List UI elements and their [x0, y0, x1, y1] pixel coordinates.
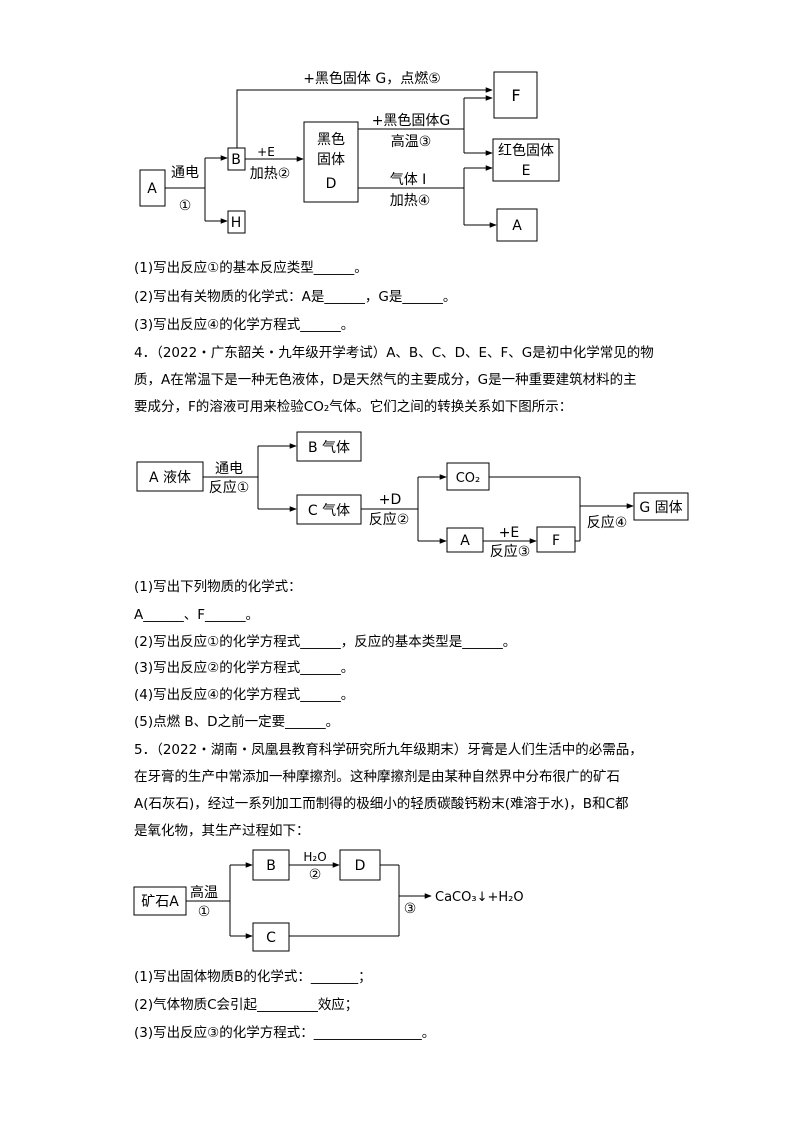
box-g-solid — [633, 492, 689, 521]
problem-5-text: 5．（2022・湖南・凤凰县教育科学研究所九年级期末）牙膏是人们生活中的必需品，… — [134, 742, 643, 839]
label-heat4: 加热④ — [390, 193, 431, 209]
node-d-line1: 黑色 — [317, 131, 345, 148]
node-a2: A — [512, 218, 522, 234]
q3-1: (1)写出固体物质B的化学式：_______； — [134, 969, 372, 985]
problem-4-text: 4．（2022・广东韶关・九年级开学考试）A、B、C、D、E、F、G是初中化学常… — [134, 345, 654, 415]
node-b: B — [231, 152, 241, 168]
node-ore: 矿石A — [141, 894, 179, 910]
box-f — [536, 526, 576, 553]
q2-1-answers: A______、F______。 — [134, 607, 260, 623]
label-top: +黑色固体 G，点燃⑤ — [303, 70, 441, 87]
label-r3: 反应③ — [490, 543, 531, 560]
q2-4: (4)写出反应④的化学方程式______。 — [134, 687, 355, 703]
node-a-liquid: A 液体 — [149, 470, 191, 486]
box-a2 — [496, 208, 538, 242]
q1-1: (1)写出反应①的基本反应类型______。 — [134, 260, 368, 276]
node-f: F — [511, 86, 520, 105]
box-e — [492, 138, 560, 182]
node-a: A — [460, 533, 470, 549]
label-electrolysis: 通电 — [215, 461, 243, 477]
label-h2o: H₂O — [303, 850, 326, 864]
box-a — [446, 527, 484, 553]
answer-blank[interactable]: ______ — [300, 687, 341, 703]
node-d-line3: D — [326, 176, 337, 192]
answer-blank[interactable]: ______ — [300, 660, 341, 676]
label-plus-d: +D — [379, 492, 402, 508]
node-co2: CO₂ — [456, 471, 481, 486]
box-f — [493, 71, 538, 119]
answer-blank[interactable]: _______ — [310, 969, 359, 985]
label-product: CaCO₃↓+H₂O — [435, 890, 524, 905]
q3-3: (3)写出反应③的化学方程式：________________。 — [134, 1025, 436, 1041]
label-high: 高温 — [190, 884, 218, 901]
node-h: H — [231, 215, 242, 231]
label-high3: 高温③ — [391, 133, 432, 150]
node-b-gas: B 气体 — [308, 440, 350, 456]
node-d: D — [355, 858, 366, 874]
label-r1: 反应① — [209, 479, 250, 496]
answer-blank[interactable]: _________ — [257, 997, 318, 1013]
q2-2: (2)写出反应①的化学方程式______，反应的基本类型是______。 — [134, 634, 517, 650]
answer-blank[interactable]: ______ — [462, 634, 503, 650]
answer-blank[interactable]: ______ — [402, 289, 443, 305]
flow-diagram-3: 矿石A B C D 高温 ① H₂O ② ③ CaCO₃↓+H₂O — [133, 849, 524, 952]
q2-1: (1)写出下列物质的化学式： — [134, 579, 302, 595]
answer-blank[interactable]: ______ — [285, 714, 326, 730]
box-d — [303, 121, 359, 203]
answer-blank[interactable]: ________________ — [313, 1025, 422, 1041]
node-b: B — [266, 858, 276, 874]
label-gas-i: 气体 I — [390, 172, 427, 188]
label-r1: ① — [179, 198, 192, 214]
answer-blank[interactable]: ______ — [313, 260, 355, 276]
q1-2: (2)写出有关物质的化学式：A是______，G是______。 — [134, 289, 457, 305]
answer-blank[interactable]: ______ — [143, 607, 184, 623]
node-f: F — [552, 533, 560, 549]
label-plus-g: +黑色固体G — [372, 112, 451, 129]
answer-blank[interactable]: ______ — [300, 634, 341, 650]
answer-blank[interactable]: ______ — [205, 607, 246, 623]
node-d-line2: 固体 — [317, 152, 345, 168]
box-c — [252, 922, 290, 952]
box-b-gas — [296, 431, 362, 462]
label-r2: 反应② — [369, 511, 410, 528]
label-electrolysis: 通电 — [171, 165, 199, 181]
node-c: C — [266, 930, 276, 946]
q2-3: (3)写出反应②的化学方程式______。 — [134, 660, 355, 676]
flow-diagram-1: A B H 黑色 固体 D F 红色固体 E A 通电 ① +E 加热② +黑色… — [139, 70, 560, 242]
q2-5: (5)点燃 B、D之前一定要______。 — [134, 714, 340, 730]
node-g-solid: G 固体 — [639, 500, 682, 516]
answer-blank[interactable]: ______ — [300, 317, 341, 333]
node-c-gas: C 气体 — [308, 503, 350, 519]
label-plus-e: +E — [257, 145, 275, 159]
flow-diagram-2: A 液体 B 气体 C 气体 CO₂ A F G 固体 通电 反应① +D 反应… — [136, 431, 689, 560]
label-r1: ① — [198, 904, 211, 920]
box-h — [227, 210, 246, 234]
label-r2: ② — [309, 867, 322, 883]
q1-3: (3)写出反应④的化学方程式______。 — [134, 317, 355, 333]
answer-blank[interactable]: ______ — [324, 289, 365, 305]
label-heat2: 加热② — [250, 166, 291, 182]
label-plus-e: +E — [499, 525, 520, 541]
node-e-line1: 红色固体 — [498, 142, 554, 159]
label-r4: 反应④ — [587, 514, 628, 531]
node-e-line2: E — [522, 163, 531, 179]
q3-2: (2)气体物质C会引起_________效应； — [134, 997, 359, 1013]
node-a: A — [147, 181, 157, 197]
label-r3: ③ — [404, 901, 417, 917]
